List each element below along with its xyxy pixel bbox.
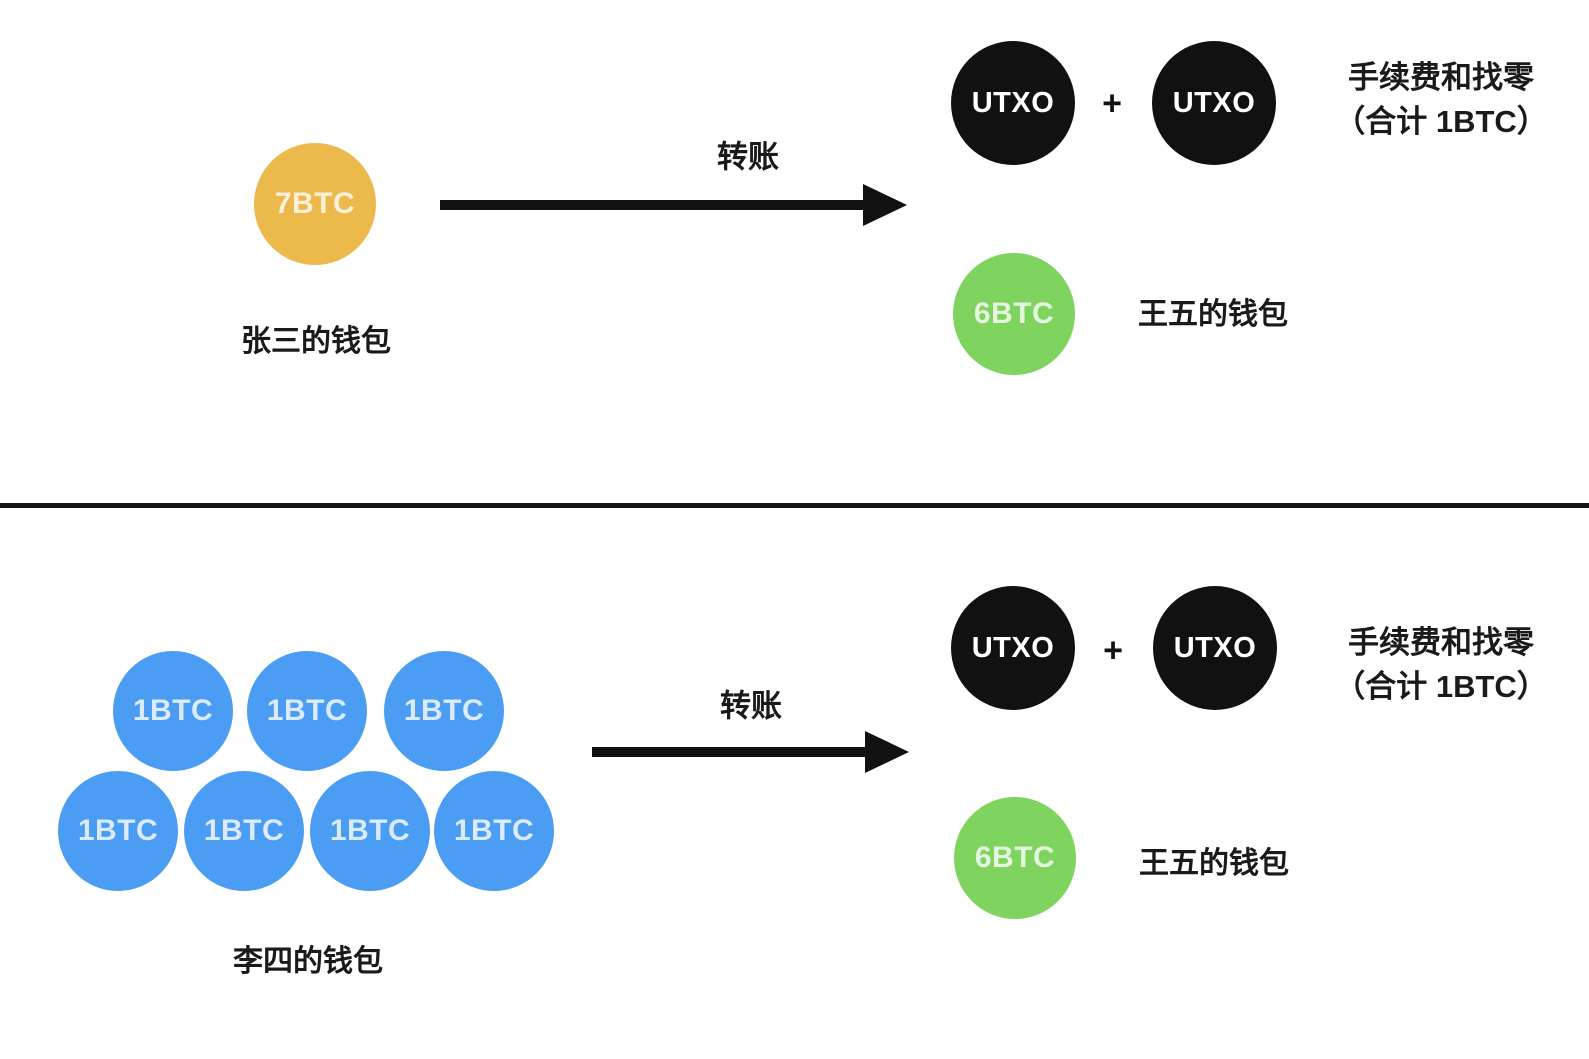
coin-1btc-7: 1BTC	[434, 771, 554, 891]
utxo-circle-bottom-2: UTXO	[1153, 586, 1277, 710]
coin-1btc-1-label: 1BTC	[132, 694, 214, 727]
coin-1btc-1: 1BTC	[113, 651, 233, 771]
plus-sign-bottom: +	[1103, 631, 1123, 670]
transfer-arrow-shaft-top	[440, 200, 865, 210]
transfer-arrow-head-bottom	[865, 731, 909, 773]
utxo-circle-top-2: UTXO	[1152, 41, 1276, 165]
source-coin-7btc-label: 7BTC	[274, 187, 356, 220]
coin-1btc-5-label: 1BTC	[203, 814, 285, 847]
utxo-circle-top-1-label: UTXO	[971, 86, 1055, 119]
coin-1btc-2-label: 1BTC	[266, 694, 348, 727]
coin-1btc-2: 1BTC	[247, 651, 367, 771]
utxo-circle-bottom-1-label: UTXO	[971, 631, 1055, 664]
coin-1btc-5: 1BTC	[184, 771, 304, 891]
fee-and-change-note-top: 手续费和找零 （合计 1BTC）	[1334, 56, 1548, 144]
wangwu-wallet-label-top: 王五的钱包	[1138, 298, 1288, 331]
fee-note-bottom-line2: （合计 1BTC）	[1334, 669, 1548, 704]
transfer-arrow-label-top: 转账	[717, 139, 779, 175]
output-coin-6btc-bottom-label: 6BTC	[974, 841, 1056, 874]
fee-and-change-note-bottom: 手续费和找零 （合计 1BTC）	[1334, 621, 1548, 709]
lisi-wallet-label: 李四的钱包	[233, 945, 383, 978]
zhangsan-wallet-label: 张三的钱包	[241, 325, 391, 358]
coin-1btc-6: 1BTC	[310, 771, 430, 891]
transfer-arrow-label-bottom: 转账	[720, 688, 782, 724]
transfer-arrow-head-top	[863, 184, 907, 226]
output-coin-6btc-top-label: 6BTC	[973, 297, 1055, 330]
wangwu-wallet-label-bottom: 王五的钱包	[1139, 847, 1289, 880]
utxo-circle-bottom-1: UTXO	[951, 586, 1075, 710]
plus-sign-top: +	[1102, 84, 1122, 123]
coin-1btc-4-label: 1BTC	[77, 814, 159, 847]
coin-1btc-6-label: 1BTC	[329, 814, 411, 847]
section-divider	[0, 503, 1589, 508]
coin-1btc-3: 1BTC	[384, 651, 504, 771]
fee-note-bottom-line1: 手续费和找零	[1347, 625, 1534, 660]
fee-note-top-line1: 手续费和找零	[1347, 60, 1534, 95]
output-coin-6btc-top: 6BTC	[953, 253, 1075, 375]
utxo-circle-bottom-2-label: UTXO	[1173, 631, 1257, 664]
utxo-circle-top-2-label: UTXO	[1172, 86, 1256, 119]
coin-1btc-7-label: 1BTC	[453, 814, 535, 847]
fee-note-top-line2: （合计 1BTC）	[1334, 104, 1548, 139]
coin-1btc-4: 1BTC	[58, 771, 178, 891]
output-coin-6btc-bottom: 6BTC	[954, 797, 1076, 919]
transfer-arrow-shaft-bottom	[592, 747, 867, 757]
utxo-circle-top-1: UTXO	[951, 41, 1075, 165]
coin-1btc-3-label: 1BTC	[403, 694, 485, 727]
source-coin-7btc: 7BTC	[254, 143, 376, 265]
